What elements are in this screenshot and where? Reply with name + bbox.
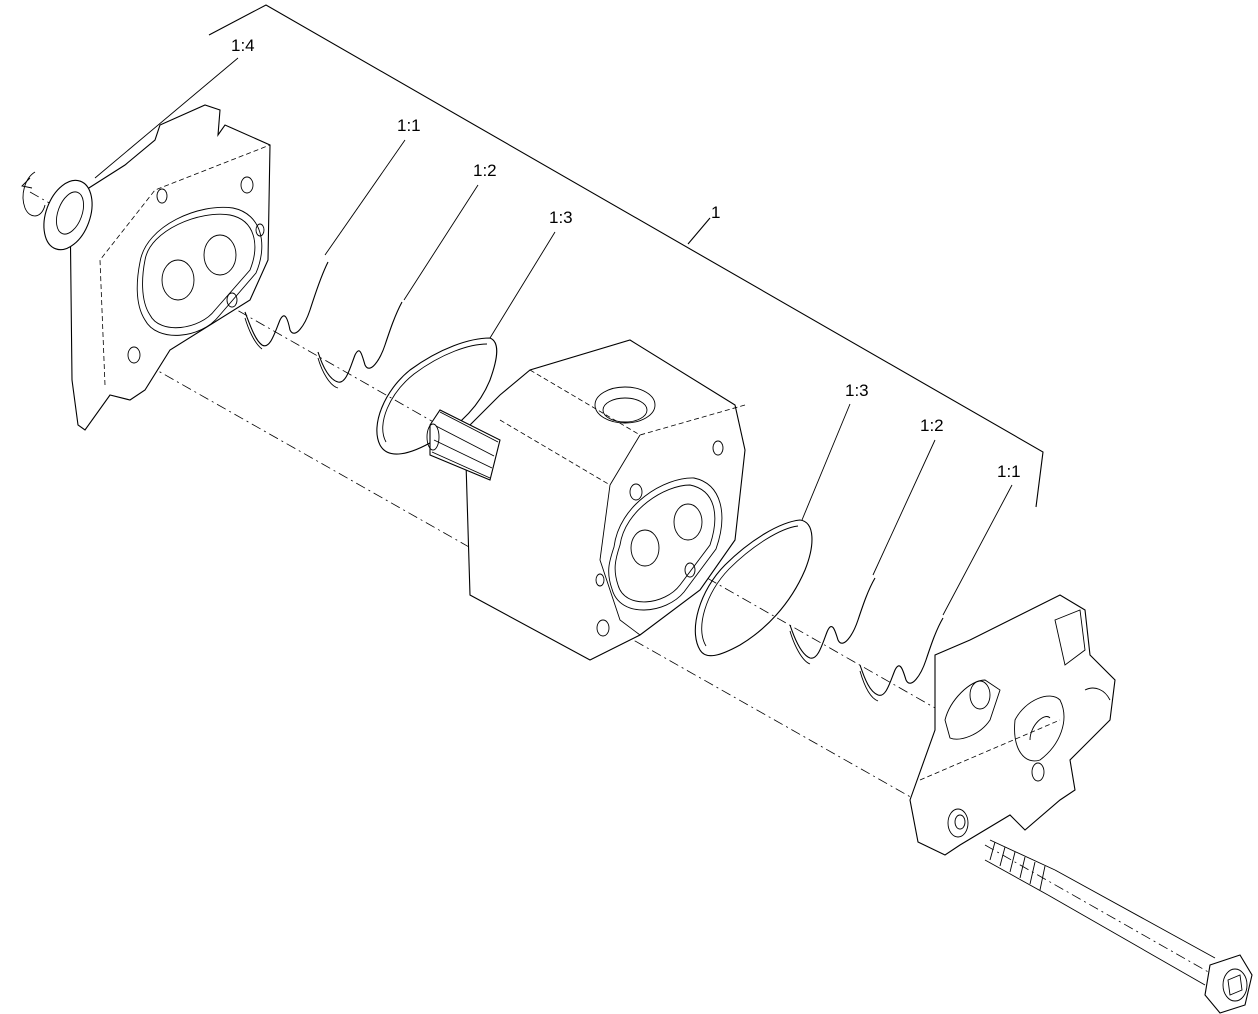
callout-1: 1 — [711, 203, 720, 222]
callout-1-2-right: 1:2 — [920, 416, 944, 435]
right-seal-ring — [789, 577, 876, 665]
callout-1-2-left: 1:2 — [473, 161, 497, 180]
splined-shaft — [426, 409, 501, 481]
left-seal-ring — [317, 301, 403, 389]
callout-1-1-right: 1:1 — [997, 462, 1021, 481]
left-shaft-seal — [21, 171, 93, 251]
callout-1-3-left: 1:3 — [549, 208, 573, 227]
callout-1-4: 1:4 — [231, 36, 255, 55]
left-spring-clip — [244, 261, 329, 350]
cap-screw — [984, 839, 1253, 1014]
callout-1-1-left: 1:1 — [397, 116, 421, 135]
leader-lines — [94, 57, 1013, 616]
callout-labels: 1:4 1:1 1:2 1:3 1 1:3 1:2 1:1 — [231, 36, 1021, 481]
left-end-cover — [69, 104, 271, 431]
right-spring-clip — [859, 617, 944, 702]
right-gasket — [694, 519, 813, 657]
gear-housing — [464, 339, 746, 661]
assembly-bracket — [208, 4, 1044, 508]
callout-1-3-right: 1:3 — [845, 381, 869, 400]
right-end-cover — [909, 594, 1116, 856]
